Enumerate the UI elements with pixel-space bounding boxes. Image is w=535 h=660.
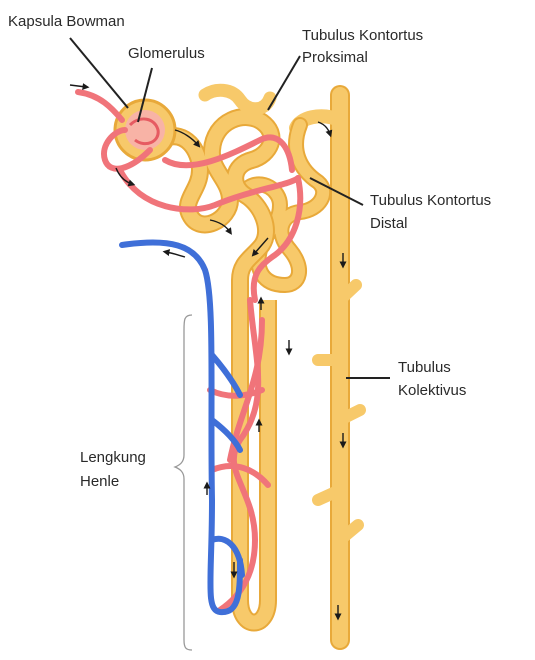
venous-vessels [122,242,242,612]
label-tubulus-proksimal-line1: Tubulus Kontortus [302,27,423,44]
label-kapsula-bowman: Kapsula Bowman [8,13,125,30]
label-tubulus-proksimal-line2: Proksimal [302,49,368,66]
label-lengkung-henle-line2: Henle [80,473,119,490]
label-tubulus-distal-line2: Distal [370,215,408,232]
henle-bracket [175,315,192,650]
label-tubulus-kolektivus-line1: Tubulus [398,359,451,376]
label-glomerulus: Glomerulus [128,45,205,62]
label-tubulus-kolektivus-line2: Kolektivus [398,382,466,399]
leader-tubulus-proksimal [268,56,300,110]
label-tubulus-distal-line1: Tubulus Kontortus [370,192,491,209]
glomerulus [125,110,165,150]
label-lengkung-henle-line1: Lengkung [80,449,146,466]
